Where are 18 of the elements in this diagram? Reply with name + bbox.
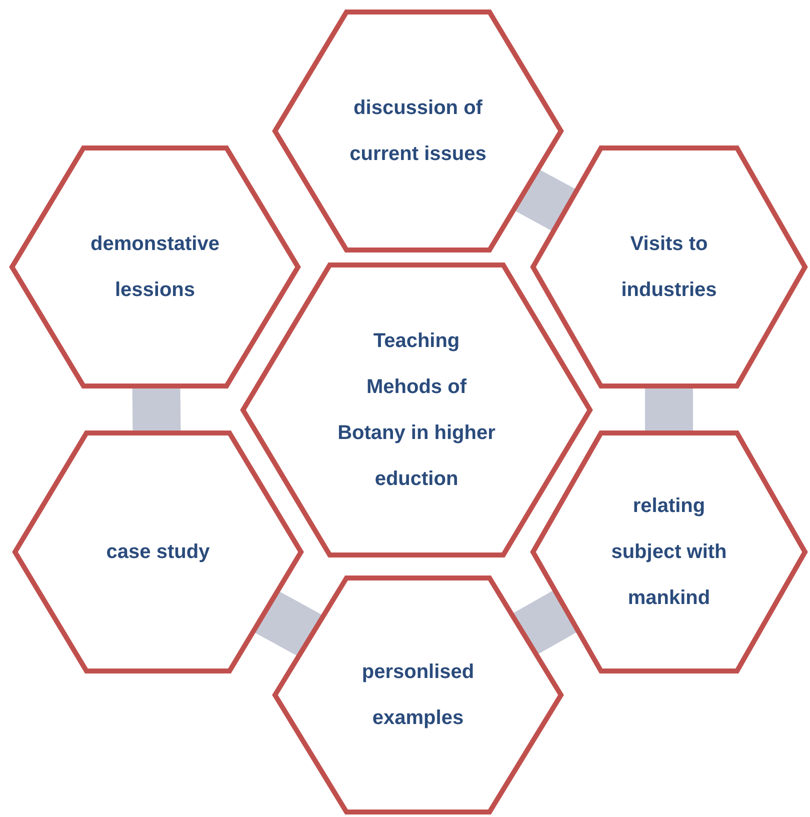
- hexagon: [533, 148, 805, 386]
- hexagon: [275, 578, 561, 812]
- node-label: Visits to industries: [620, 232, 718, 303]
- node-label: Teaching Mehods of Botany in higher eduction: [336, 329, 496, 492]
- hexagon: [533, 433, 805, 671]
- node-label: demonstative lessions: [90, 232, 220, 303]
- node-label: relating subject with mankind: [610, 494, 728, 611]
- hexagon: [243, 265, 590, 555]
- connector-band: [645, 386, 693, 433]
- connector-band: [254, 590, 323, 658]
- node-label: discussion of current issues: [348, 96, 488, 167]
- node-label: case study: [106, 540, 210, 565]
- node-label: personlised examples: [360, 660, 476, 731]
- connector-band: [514, 168, 577, 232]
- hexagon: [15, 433, 301, 671]
- connector-band: [512, 590, 578, 656]
- hexagon: [12, 148, 298, 386]
- hexagon: [275, 12, 561, 250]
